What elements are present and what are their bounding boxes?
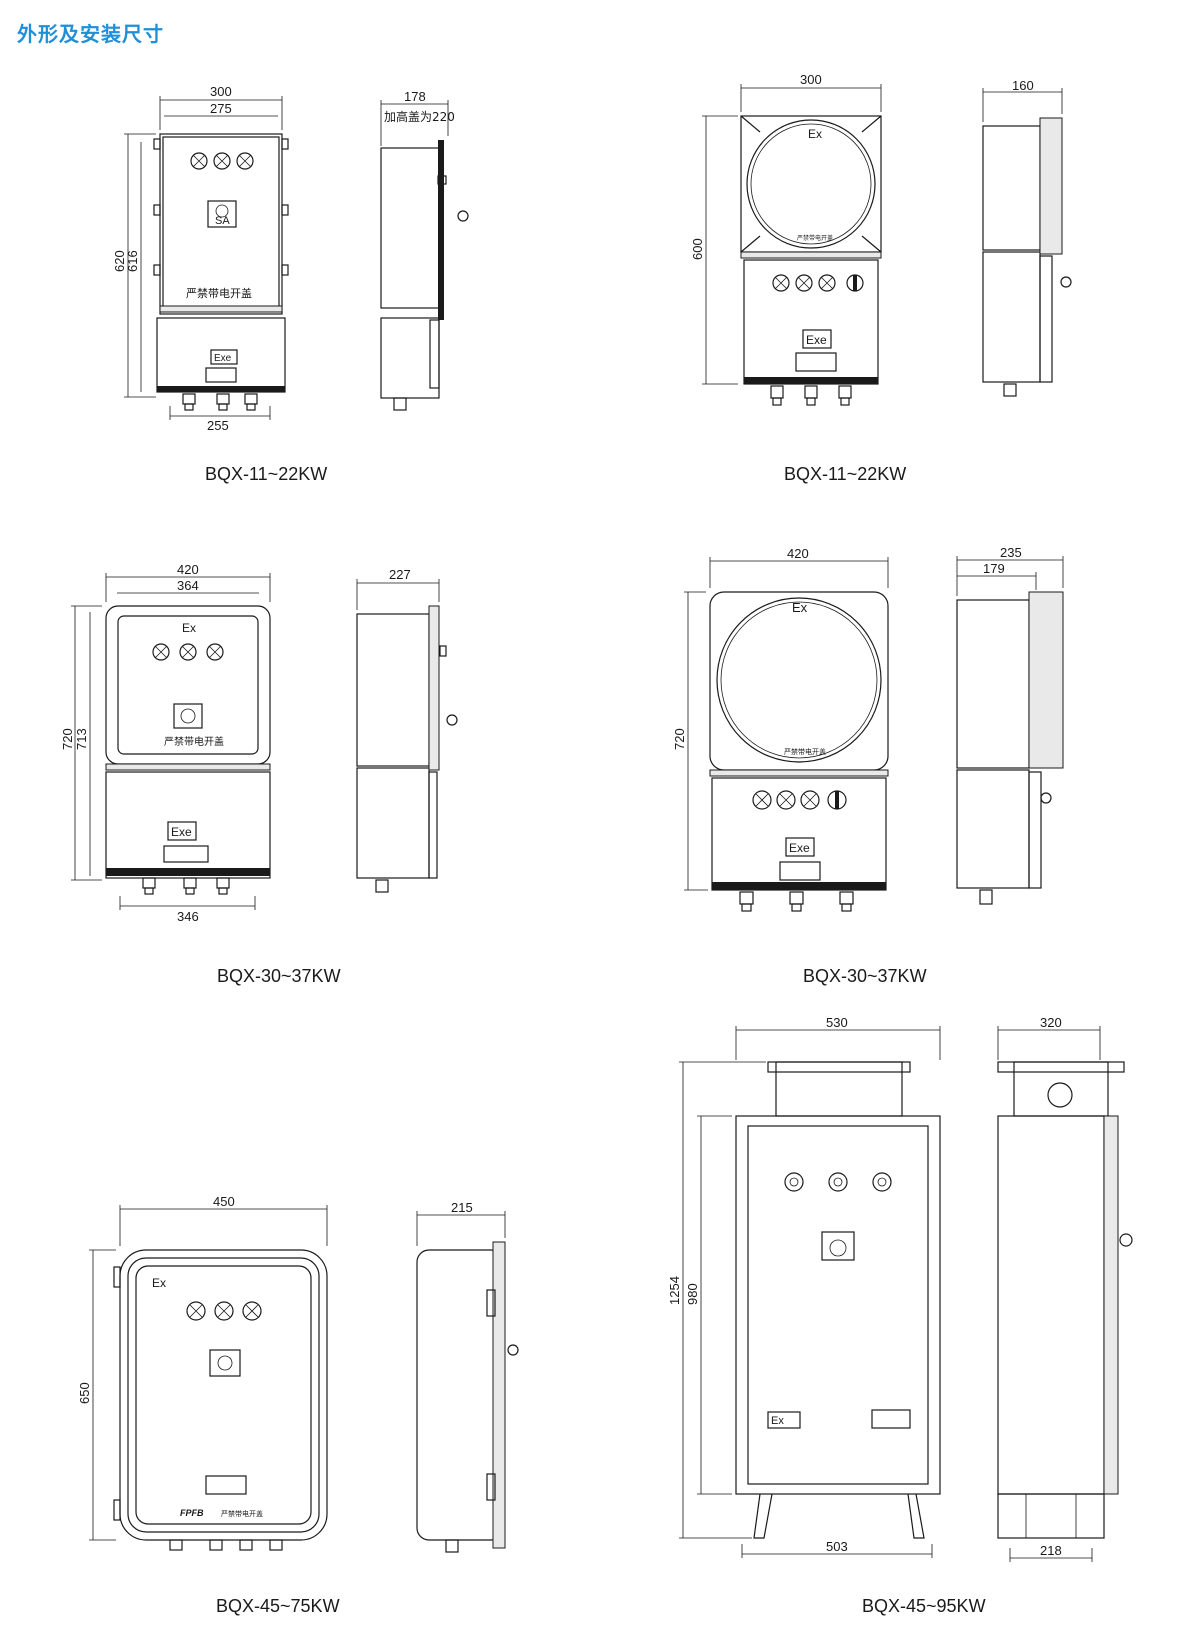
cable-gland-icon bbox=[142, 877, 230, 895]
caption-4: BQX-30~37KW bbox=[803, 966, 927, 986]
drawing-6-side-view: 320 218 bbox=[997, 1015, 1133, 1562]
sa-label: SA bbox=[215, 215, 230, 227]
drawing-1-dimensions: 300 275 620 616 255 bbox=[112, 84, 283, 433]
caption-2: BQX-11~22KW bbox=[784, 464, 906, 484]
drawing-3-front-view: Ex 严禁带电开盖 Exe bbox=[105, 605, 271, 895]
drawing-6-dimensions: 530 1254 980 503 bbox=[667, 1015, 941, 1558]
warning-text: 严禁带电开盖 bbox=[186, 286, 252, 300]
warning-text: 严禁带电开盖 bbox=[797, 234, 833, 242]
drawing-5-front-view: Ex FPFB 严禁带电开盖 bbox=[113, 1249, 328, 1551]
dim-980: 980 bbox=[685, 1283, 700, 1305]
dim-650: 650 bbox=[77, 1382, 92, 1404]
drawing-3: Ex 严禁带电开盖 Exe 420 364 720 713 346 bbox=[60, 562, 458, 986]
dim-300: 300 bbox=[800, 72, 822, 87]
indicator-lamp-icon bbox=[784, 1172, 892, 1192]
dim-235: 235 bbox=[1000, 545, 1022, 560]
selector-switch-icon bbox=[821, 1231, 855, 1261]
raised-lid-note: 加高盖为220 bbox=[384, 109, 455, 124]
cable-gland-icon bbox=[169, 1539, 283, 1551]
warning-text: 严禁带电开盖 bbox=[221, 1509, 263, 1518]
dim-450: 450 bbox=[213, 1194, 235, 1209]
caption-1: BQX-11~22KW bbox=[205, 464, 327, 484]
dim-1254: 1254 bbox=[667, 1276, 682, 1305]
warning-text: 严禁带电开盖 bbox=[784, 747, 826, 756]
dim-720: 720 bbox=[60, 728, 75, 750]
drawing-2-front-view: Ex 严禁带电开盖 Exe bbox=[740, 115, 882, 406]
button-icon bbox=[152, 643, 224, 661]
drawing-4-front-view: Ex 严禁带电开盖 Exe bbox=[709, 591, 889, 912]
button-icon bbox=[190, 152, 254, 170]
drawing-6: Ex 530 1254 980 503 320 218 BQX-45~95KW bbox=[667, 1015, 1133, 1616]
ex-label: Ex bbox=[152, 1276, 166, 1290]
cable-gland-icon bbox=[739, 891, 854, 912]
caption-3: BQX-30~37KW bbox=[217, 966, 341, 986]
cable-gland-icon bbox=[770, 385, 852, 406]
exe-label: Exe bbox=[806, 333, 827, 347]
selector-switch-icon bbox=[209, 1349, 241, 1377]
drawing-3-dimensions: 420 364 720 713 346 bbox=[60, 562, 271, 924]
drawing-2-dimensions: 300 600 bbox=[690, 72, 882, 385]
dim-227: 227 bbox=[389, 567, 411, 582]
dim-255: 255 bbox=[207, 418, 229, 433]
drawing-4-side-view: 235 179 bbox=[956, 545, 1064, 905]
dim-620: 620 bbox=[112, 250, 127, 272]
ex-label: Ex bbox=[808, 127, 822, 141]
dim-215: 215 bbox=[451, 1200, 473, 1215]
drawing-2-side-view: 160 bbox=[982, 78, 1072, 397]
dim-160: 160 bbox=[1012, 78, 1034, 93]
dim-420: 420 bbox=[787, 546, 809, 561]
drawing-1: SA 严禁带电开盖 Exe 300 275 620 616 255 178 bbox=[112, 84, 469, 484]
dim-218: 218 bbox=[1040, 1543, 1062, 1558]
drawing-1-side-view: 178 加高盖为220 bbox=[380, 89, 469, 411]
drawing-6-front-view: Ex bbox=[735, 1061, 941, 1539]
dim-530: 530 bbox=[826, 1015, 848, 1030]
dim-179: 179 bbox=[983, 561, 1005, 576]
dim-346: 346 bbox=[177, 909, 199, 924]
drawing-5-dimensions: 450 650 bbox=[77, 1194, 328, 1541]
ex-label: Ex bbox=[182, 621, 196, 635]
ex-label: Ex bbox=[792, 600, 808, 615]
caption-6: BQX-45~95KW bbox=[862, 1596, 986, 1616]
button-icon bbox=[186, 1301, 262, 1321]
button-icon bbox=[752, 790, 847, 810]
drawing-5-side-view: 215 bbox=[416, 1200, 519, 1553]
dim-275: 275 bbox=[210, 101, 232, 116]
drawing-2: Ex 严禁带电开盖 Exe 300 600 160 bbox=[690, 72, 1072, 484]
ex-label: Ex bbox=[771, 1415, 784, 1427]
drawing-3-side-view: 227 bbox=[356, 567, 458, 893]
dim-320: 320 bbox=[1040, 1015, 1062, 1030]
drawing-4: Ex 严禁带电开盖 Exe 420 720 23 bbox=[672, 545, 1064, 986]
caption-5: BQX-45~75KW bbox=[216, 1596, 340, 1616]
dim-364: 364 bbox=[177, 578, 199, 593]
exe-label: Exe bbox=[171, 825, 192, 839]
exe-label: Exe bbox=[789, 841, 810, 855]
dim-420: 420 bbox=[177, 562, 199, 577]
drawing-4-dimensions: 420 720 bbox=[672, 546, 889, 891]
warning-text: 严禁带电开盖 bbox=[164, 735, 224, 748]
drawing-1-front-view: SA 严禁带电开盖 Exe bbox=[153, 133, 289, 411]
exe-label: Exe bbox=[214, 353, 232, 364]
dim-600: 600 bbox=[690, 238, 705, 260]
drawing-5: Ex FPFB 严禁带电开盖 450 650 215 bbox=[77, 1194, 519, 1616]
dim-616: 616 bbox=[125, 250, 140, 272]
dim-503: 503 bbox=[826, 1539, 848, 1554]
dim-300: 300 bbox=[210, 84, 232, 99]
dim-720: 720 bbox=[672, 728, 687, 750]
button-icon bbox=[772, 274, 864, 292]
dim-713: 713 bbox=[74, 728, 89, 750]
page-heading: 外形及安装尺寸 bbox=[17, 22, 164, 46]
selector-switch-icon: SA bbox=[207, 200, 237, 228]
fpfb-logo: FPFB bbox=[180, 1508, 204, 1518]
selector-switch-icon bbox=[173, 703, 203, 729]
dim-178: 178 bbox=[404, 89, 426, 104]
cable-gland-icon bbox=[182, 393, 258, 411]
